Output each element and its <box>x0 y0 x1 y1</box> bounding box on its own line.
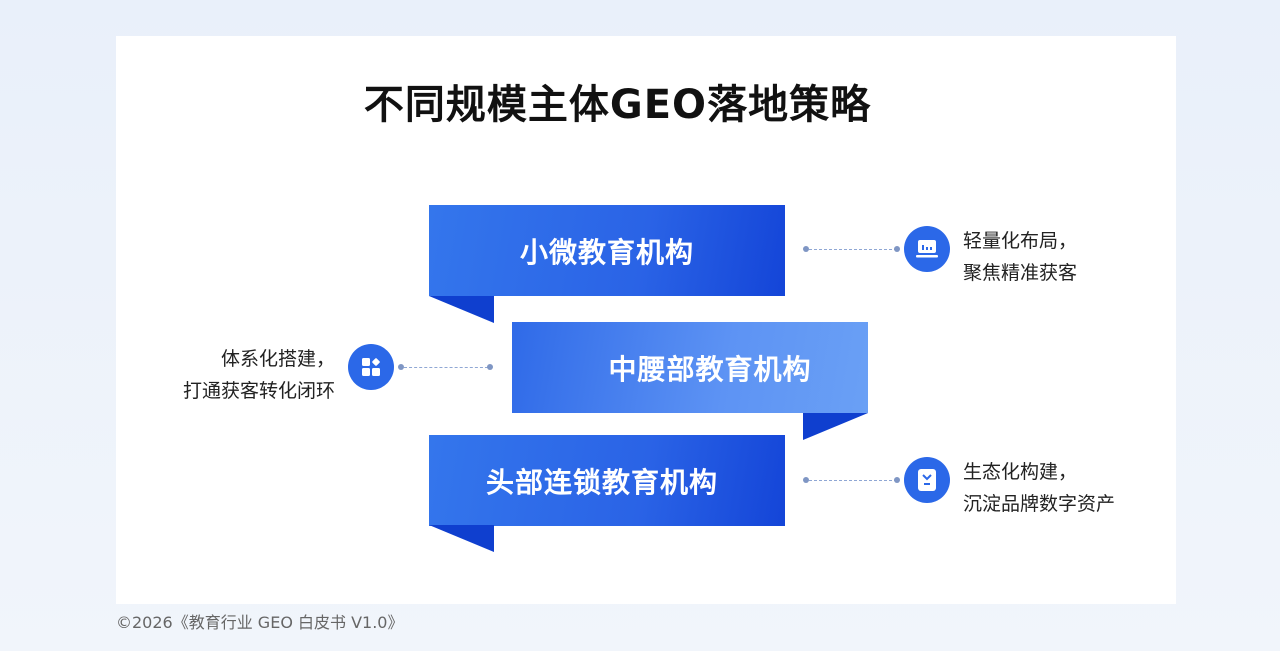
copyright-footer: ©2026《教育行业 GEO 白皮书 V1.0》 <box>116 613 404 632</box>
tier-description: 轻量化布局， 聚焦精准获客 <box>963 225 1077 289</box>
tier-description: 生态化构建， 沉淀品牌数字资产 <box>963 456 1115 520</box>
chart-screen-icon <box>904 226 950 272</box>
desc-line: 体系化搭建， <box>220 348 335 370</box>
connector-dot <box>398 364 404 370</box>
desc-line: 轻量化布局， <box>963 230 1078 252</box>
ribbon-small-institutions: 小微教育机构 <box>429 205 785 296</box>
ribbon-fold <box>429 525 494 552</box>
connector-line <box>809 480 897 481</box>
ecosystem-box-icon <box>904 457 950 503</box>
tier-description: 体系化搭建， 打通获客转化闭环 <box>183 343 335 407</box>
connector-line <box>809 249 897 250</box>
ribbon-label: 中腰部教育机构 <box>608 352 812 386</box>
desc-line: 生态化构建， <box>963 461 1078 483</box>
connector-dot <box>487 364 493 370</box>
connector-dot <box>894 246 900 252</box>
ribbon-mid-institutions: 中腰部教育机构 <box>512 322 868 413</box>
desc-line: 沉淀品牌数字资产 <box>963 493 1116 515</box>
connector-dot <box>894 477 900 483</box>
desc-line: 打通获客转化闭环 <box>182 380 335 402</box>
connector-line <box>404 367 488 368</box>
apps-grid-icon <box>348 344 394 390</box>
ribbon-label: 头部连锁教育机构 <box>485 465 718 499</box>
ribbon-head-chain-institutions: 头部连锁教育机构 <box>429 435 785 526</box>
desc-line: 聚焦精准获客 <box>963 262 1078 284</box>
connector-dot <box>803 246 809 252</box>
connector-dot <box>803 477 809 483</box>
page-title: 不同规模主体GEO落地策略 <box>363 82 872 128</box>
ribbon-fold <box>803 413 868 440</box>
ribbon-label: 小微教育机构 <box>519 235 694 269</box>
ribbon-fold <box>429 296 494 323</box>
